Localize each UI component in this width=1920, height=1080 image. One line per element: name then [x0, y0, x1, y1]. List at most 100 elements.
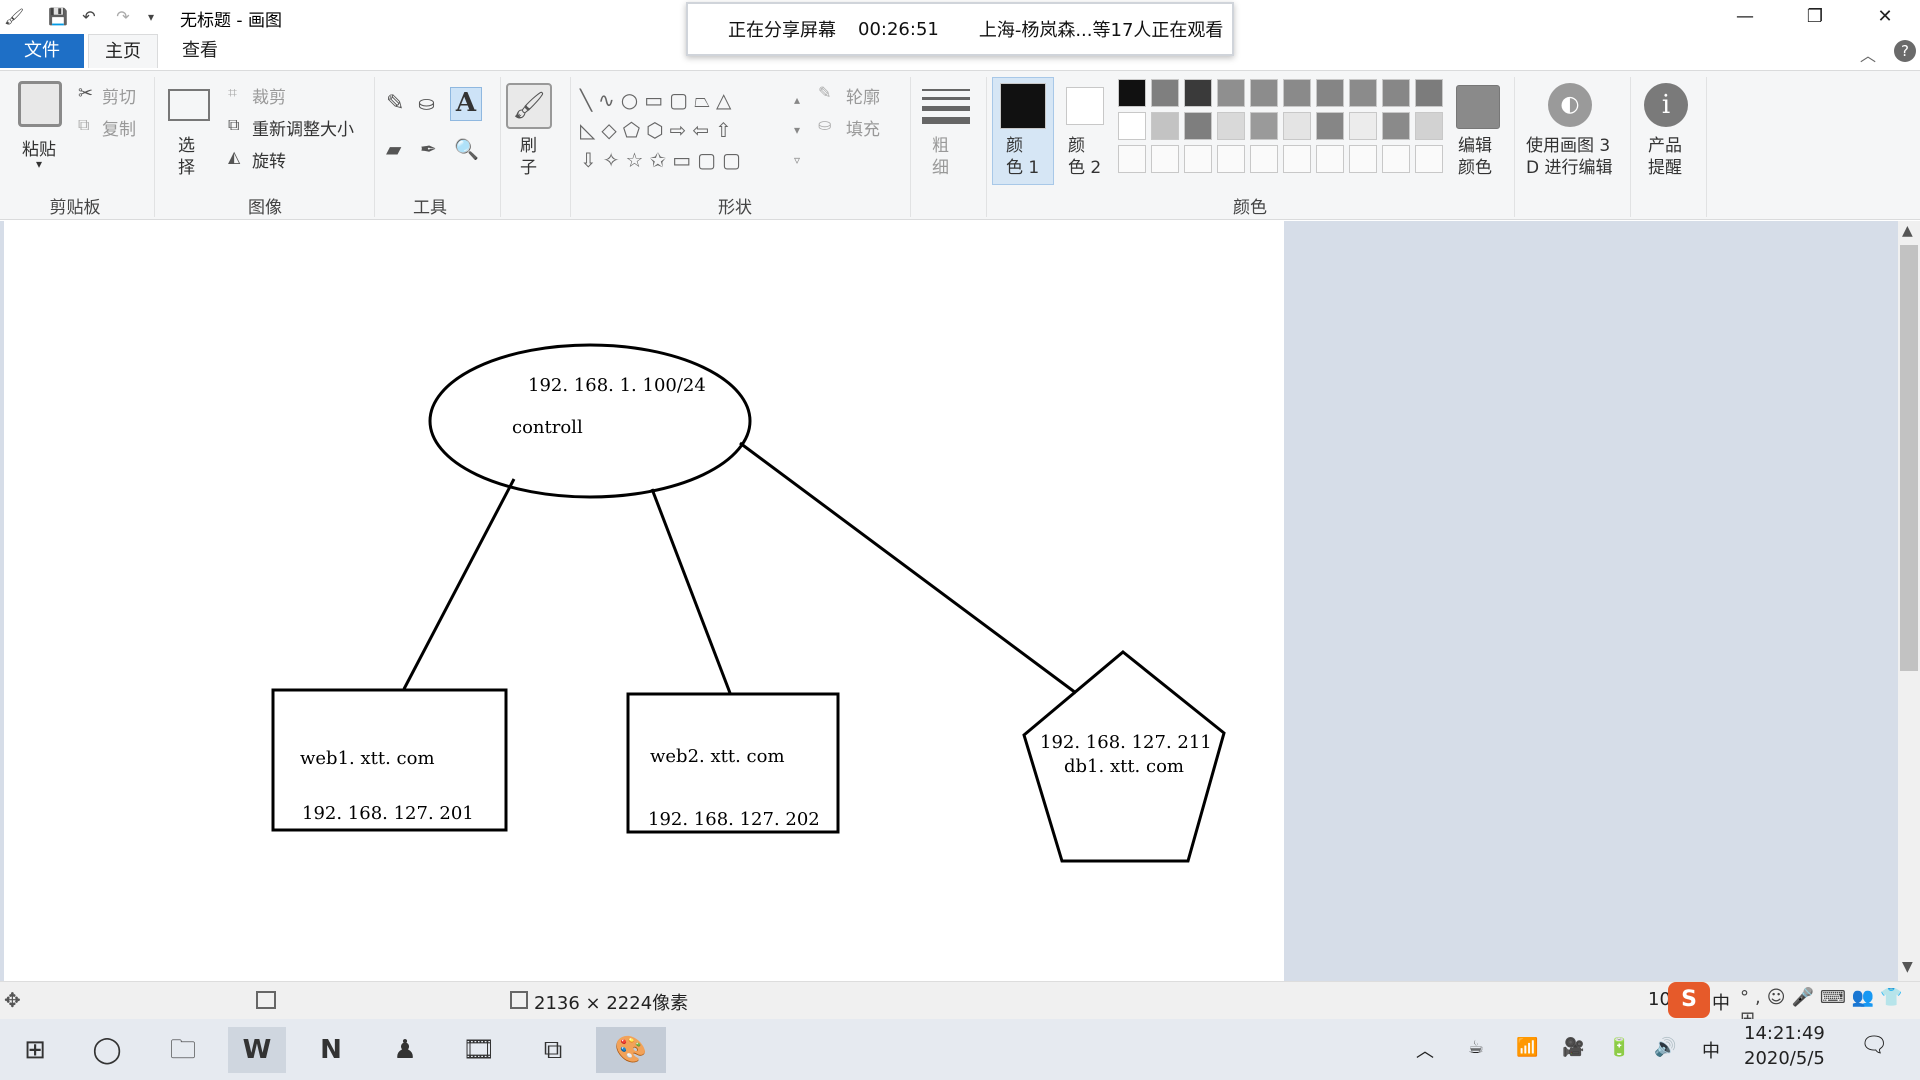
palette-swatch[interactable]: [1184, 79, 1212, 107]
palette-empty-swatch[interactable]: [1118, 145, 1146, 173]
palette-empty-swatch[interactable]: [1316, 145, 1344, 173]
close-button[interactable]: ✕: [1877, 6, 1893, 27]
redo-icon[interactable]: ↷: [116, 7, 130, 26]
copy-button[interactable]: 复制: [102, 120, 136, 140]
palette-swatch[interactable]: [1250, 112, 1278, 140]
text-tool-icon[interactable]: A: [450, 87, 482, 121]
color2-swatch[interactable]: [1066, 87, 1104, 125]
palette-empty-swatch[interactable]: [1250, 145, 1278, 173]
palette-swatch[interactable]: [1184, 112, 1212, 140]
undo-icon[interactable]: ↶: [82, 7, 96, 26]
palette-swatch[interactable]: [1250, 79, 1278, 107]
palette-empty-swatch[interactable]: [1415, 145, 1443, 173]
palette-swatch[interactable]: [1283, 79, 1311, 107]
palette-empty-swatch[interactable]: [1349, 145, 1377, 173]
word-icon[interactable]: W: [228, 1027, 286, 1073]
video-app-icon[interactable]: 🎞: [462, 1035, 496, 1065]
palette-empty-swatch[interactable]: [1283, 145, 1311, 173]
tab-file[interactable]: 文件: [0, 34, 84, 68]
palette-swatch[interactable]: [1151, 79, 1179, 107]
battery-icon[interactable]: 🔋: [1608, 1037, 1631, 1058]
tray-app-icon[interactable]: ☕: [1468, 1037, 1485, 1058]
scroll-down-icon[interactable]: ▼: [1902, 959, 1913, 975]
pencil-icon[interactable]: ✎: [386, 91, 405, 116]
cortana-search-icon[interactable]: ◯: [92, 1035, 122, 1065]
palette-swatch[interactable]: [1217, 112, 1245, 140]
palette-swatch[interactable]: [1217, 79, 1245, 107]
palette-empty-swatch[interactable]: [1184, 145, 1212, 173]
palette-empty-swatch[interactable]: [1151, 145, 1179, 173]
paint3d-icon[interactable]: ◐: [1548, 83, 1592, 127]
paste-dropdown-icon[interactable]: ▾: [36, 157, 43, 171]
shapes-scroll-icon[interactable]: ▴▾▿: [794, 93, 801, 167]
resize-button[interactable]: 重新调整大小: [252, 120, 354, 140]
palette-swatch[interactable]: [1118, 112, 1146, 140]
edit-colors-button[interactable]: 编辑 颜色: [1458, 136, 1492, 178]
collapse-ribbon-icon[interactable]: ︿: [1860, 46, 1877, 65]
color2-label[interactable]: 颜 色 2: [1068, 136, 1102, 178]
size-button[interactable]: 粗 细: [932, 136, 949, 178]
sogou-ime-icon[interactable]: S: [1668, 982, 1710, 1018]
color-picker-icon[interactable]: ✒: [420, 137, 437, 161]
file-explorer-icon[interactable]: 🗀: [169, 1035, 196, 1065]
outline-button[interactable]: 轮廓: [846, 88, 880, 108]
palette-swatch[interactable]: [1382, 112, 1410, 140]
tab-view[interactable]: 查看: [182, 40, 218, 61]
palette-swatch[interactable]: [1118, 79, 1146, 107]
notification-center-icon[interactable]: 🗨: [1860, 1033, 1888, 1058]
brush-icon[interactable]: 🖌: [506, 83, 552, 129]
color1-swatch[interactable]: [1000, 83, 1046, 129]
wifi-icon[interactable]: 📶: [1516, 1037, 1539, 1058]
cut-button[interactable]: 剪切: [102, 88, 136, 108]
clock[interactable]: 14:21:49 2020/5/5: [1744, 1023, 1825, 1069]
volume-icon[interactable]: 🔊: [1654, 1037, 1677, 1058]
size-icon[interactable]: [922, 85, 970, 129]
scroll-thumb[interactable]: [1900, 245, 1918, 671]
eraser-icon[interactable]: ▰: [386, 137, 402, 161]
palette-swatch[interactable]: [1415, 112, 1443, 140]
fill-icon[interactable]: ⛀: [418, 91, 435, 115]
camera-tray-icon[interactable]: 🎥: [1562, 1037, 1585, 1058]
vertical-scrollbar[interactable]: ▲ ▼: [1898, 221, 1920, 981]
ime-lang-indicator[interactable]: 中: [1712, 993, 1730, 1014]
palette-empty-swatch[interactable]: [1217, 145, 1245, 173]
palette-swatch[interactable]: [1283, 112, 1311, 140]
magnifier-icon[interactable]: 🔍: [454, 137, 479, 161]
minimize-button[interactable]: —: [1736, 6, 1754, 27]
info-icon[interactable]: i: [1644, 83, 1688, 127]
onenote-icon[interactable]: N: [320, 1035, 342, 1065]
rotate-button[interactable]: 旋转: [252, 152, 286, 172]
fill-button[interactable]: 填充: [846, 120, 880, 140]
color-palette[interactable]: [1118, 79, 1448, 179]
customize-qat-icon[interactable]: ▾: [147, 10, 155, 24]
vm-app-icon[interactable]: ⧉: [543, 1035, 563, 1065]
palette-swatch[interactable]: [1382, 79, 1410, 107]
input-lang-indicator[interactable]: 中: [1702, 1041, 1720, 1062]
palette-empty-swatch[interactable]: [1382, 145, 1410, 173]
edit-colors-icon[interactable]: [1456, 85, 1500, 129]
paste-button[interactable]: 粘贴: [22, 140, 56, 160]
paste-icon[interactable]: [18, 81, 62, 127]
palette-swatch[interactable]: [1316, 79, 1344, 107]
palette-swatch[interactable]: [1349, 79, 1377, 107]
show-hidden-icons[interactable]: ︿: [1416, 1041, 1434, 1062]
paint-taskbar-icon[interactable]: 🎨: [596, 1027, 666, 1073]
brush-button[interactable]: 刷 子: [520, 136, 537, 178]
windows-start-icon[interactable]: ⊞: [24, 1035, 46, 1065]
app-penguin-icon[interactable]: ♟: [393, 1035, 417, 1065]
restore-button[interactable]: ❐: [1806, 6, 1824, 27]
palette-swatch[interactable]: [1415, 79, 1443, 107]
scroll-up-icon[interactable]: ▲: [1902, 223, 1913, 239]
shapes-gallery[interactable]: ╲∿○▭▢⏢△◺◇⬠⬡⇨⇦⇧⇩✧☆✩▭▢▢: [580, 88, 747, 172]
select-icon[interactable]: [168, 89, 210, 121]
product-alert-button[interactable]: 产品 提醒: [1648, 136, 1682, 178]
drawing-canvas[interactable]: 192. 168. 1. 100/24 controll web1. xtt. …: [4, 221, 1284, 981]
crop-button[interactable]: 裁剪: [252, 88, 286, 108]
save-icon[interactable]: 💾: [48, 7, 68, 26]
palette-swatch[interactable]: [1151, 112, 1179, 140]
palette-swatch[interactable]: [1349, 112, 1377, 140]
tab-home[interactable]: 主页: [88, 34, 158, 68]
palette-swatch[interactable]: [1316, 112, 1344, 140]
paint3d-button[interactable]: 使用画图 3 D 进行编辑: [1526, 136, 1613, 178]
select-button[interactable]: 选 择: [178, 136, 195, 178]
